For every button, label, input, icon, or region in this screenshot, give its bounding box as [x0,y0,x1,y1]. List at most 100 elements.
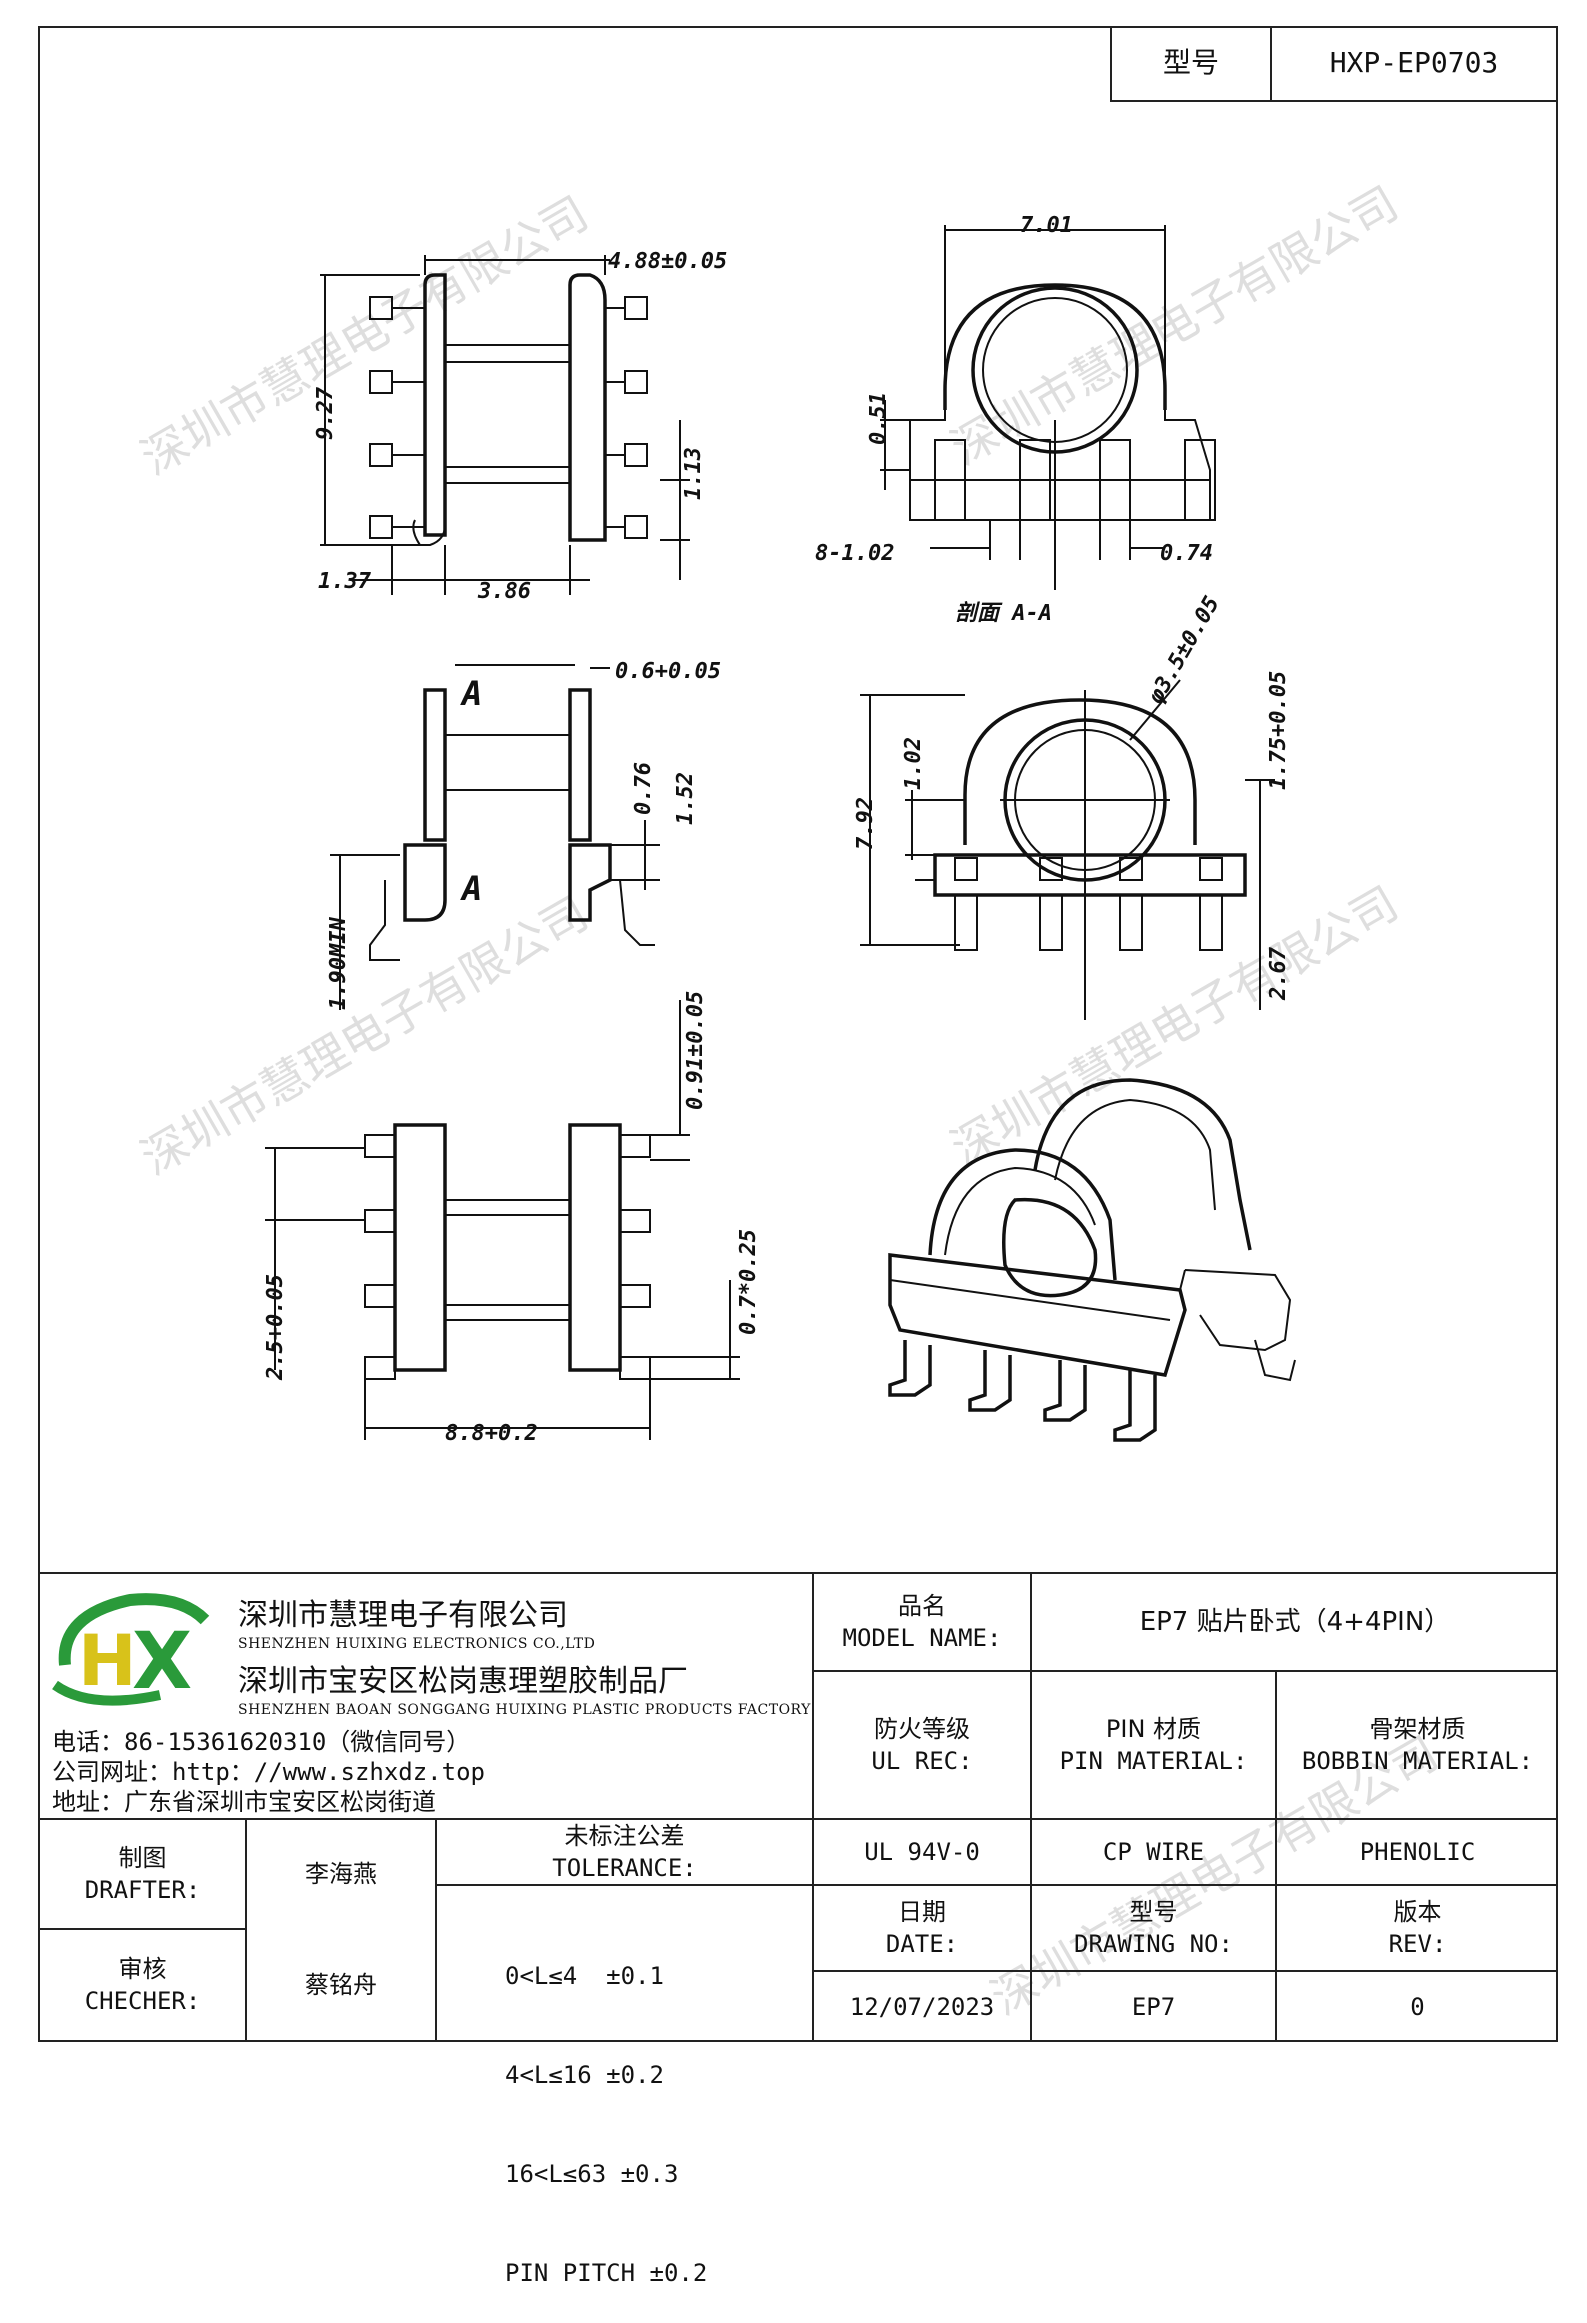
ul-rec-label-en: UL REC: [871,1747,973,1775]
company-address: 地址：广东省深圳市宝安区松岗街道 [52,1788,436,1816]
dim-3-86: 3.86 [477,579,531,604]
model-name-label-cn: 品名 [898,1592,946,1620]
grid-line [1275,1670,1277,2042]
company-name-en: SHENZHEN HUIXING ELECTRONICS CO.,LTD [238,1636,596,1652]
pin-material-label-en: PIN MATERIAL: [1059,1747,1248,1775]
bobbin-material-label-en: BOBBIN MATERIAL: [1301,1747,1534,1775]
date-label-en: DATE: [885,1930,959,1958]
model-name-value: EP7 贴片卧式（4+4PIN） [1139,1607,1451,1637]
ul-rec-label: 防火等级 UL REC: [814,1672,1030,1818]
dim-7-92: 7.92 [853,797,878,850]
grid-line [38,1818,812,1820]
label-a-top: A [460,674,482,714]
checker-label-cn: 审核 [118,1955,167,1983]
drafter-label: 制图 DRAFTER: [40,1820,245,1928]
model-box: 型号 HXP-EP0703 [1110,26,1558,102]
dim-0-74: 0.74 [1160,541,1213,566]
pin-material-label: PIN 材质 PIN MATERIAL: [1032,1672,1275,1818]
dim-2-67: 2.67 [1266,946,1291,1001]
company-logo: H X [52,1593,210,1707]
model-name-label-en: MODEL NAME: [842,1624,1002,1652]
tolerance-line: 0<L≤4 ±0.1 [505,1962,664,1990]
dim-7-01: 7.01 [1020,213,1073,238]
rev-value: 0 [1410,1993,1425,2021]
drawing-no-label: 型号 DRAWING NO: [1032,1886,1275,1970]
factory-name-cn: 深圳市宝安区松岗惠理塑胶制品厂 [238,1664,688,1699]
dim-0-91: 0.91±0.05 [683,991,708,1110]
bobbin-material-value: PHENOLIC [1359,1838,1476,1866]
dim-1-13: 1.13 [681,447,706,500]
pin-material-value: CP WIRE [1102,1838,1205,1866]
logo-letter-h: H [78,1620,137,1702]
dim-4-88: 4.88±0.05 [608,249,727,274]
company-website: 公司网址：http：//www.szhxdz.top [52,1758,485,1786]
front-view: φ3.5±0.05 1.75+0.05 7.92 1.02 2.67 [853,592,1291,1020]
pin-material-label-cn: PIN 材质 [1105,1715,1202,1743]
checker-label: 审核 CHECHER: [40,1930,245,2040]
grid-line [245,1818,247,2042]
date-label-cn: 日期 [898,1898,946,1926]
dim-1-52: 1.52 [673,772,698,825]
dim-phi-3-5: φ3.5±0.05 [1143,592,1225,709]
isometric-view [888,1078,1296,1442]
dim-0-7: 0.7*0.25 [736,1229,761,1335]
tolerance-line: PIN PITCH ±0.2 [505,2259,708,2287]
tolerance-line: 16<L≤63 ±0.3 [505,2160,679,2188]
rev-label: 版本 REV: [1277,1886,1558,1970]
dim-8-8: 8.8+0.2 [445,1421,538,1446]
grid-line [435,1884,812,1886]
model-label: 型号 [1112,26,1272,100]
drawing-no-label-en: DRAWING NO: [1074,1930,1233,1958]
model-value: HXP-EP0703 [1329,46,1499,79]
top-view: 4.88±0.05 9.27 1.13 1.37 3.86 [313,249,727,604]
tolerance-line: 4<L≤16 ±0.2 [505,2061,664,2089]
section-view-a-a: 7.01 0.51 8-1.02 0.74 剖面 A-A [815,213,1216,626]
ul-rec-label-cn: 防火等级 [874,1715,970,1743]
grid-line [38,1928,245,1930]
title-block-divider [812,1572,814,2042]
date-value: 12/07/2023 [849,1993,995,2021]
grid-line [812,1670,1558,1672]
side-view: A A 0.6+0.05 0.76 1.52 1.90MIN [326,659,721,1010]
dim-1-75: 1.75+0.05 [1266,671,1291,790]
drafter-label-en: DRAFTER: [84,1876,201,1904]
drafter-name: 李海燕 [305,1860,377,1888]
grid-line [435,1818,437,2042]
tolerance-label-en: TOLERANCE: [552,1854,697,1882]
title-block-top-line [38,1572,1558,1574]
logo-letter-x: X [132,1617,192,1707]
checker-name: 蔡铭舟 [305,1971,377,1999]
grid-line [812,1818,1558,1820]
dim-2-5: 2.5+0.05 [263,1274,288,1381]
company-name-cn: 深圳市慧理电子有限公司 [238,1598,568,1633]
technical-drawing: 4.88±0.05 9.27 1.13 1.37 3.86 7.01 0.51 … [263,213,1296,1446]
factory-name-en: SHENZHEN BAOAN SONGGANG HUIXING PLASTIC … [238,1702,811,1718]
grid-line [812,1884,1558,1886]
date-label: 日期 DATE: [814,1886,1030,1970]
dim-0-51: 0.51 [866,392,891,445]
bobbin-material-label-cn: 骨架材质 [1369,1715,1466,1743]
drawing-sheet [38,26,1558,2042]
dim-1-90min: 1.90MIN [326,917,351,1010]
drawing-no-value: EP7 [1131,1993,1176,2021]
dim-1-37: 1.37 [318,569,372,594]
rev-label-cn: 版本 [1393,1898,1442,1926]
grid-line [812,1970,1558,1972]
label-a-bottom: A [460,869,482,909]
tolerance-list: 0<L≤4 ±0.1 4<L≤16 ±0.2 16<L≤63 ±0.3 PIN … [505,1894,707,2323]
company-phone: 电话：86-15361620310（微信同号） [52,1728,471,1756]
dim-8-1-02: 8-1.02 [815,541,894,566]
dim-9-27: 9.27 [313,386,338,440]
dim-1-02: 1.02 [901,737,926,790]
ul-rec-value: UL 94V-0 [864,1838,980,1866]
dim-0-76: 0.76 [631,762,656,815]
tolerance-label-cn: 未标注公差 [564,1822,685,1850]
model-name-label: 品名 MODEL NAME: [814,1574,1030,1670]
tolerance-label: 未标注公差 TOLERANCE: [437,1820,812,1884]
rev-label-en: REV: [1388,1930,1447,1958]
grid-line [1030,1572,1032,2042]
drafter-label-cn: 制图 [118,1844,167,1872]
bottom-view: 0.91±0.05 2.5+0.05 0.7*0.25 8.8+0.2 [263,991,761,1446]
bobbin-material-label: 骨架材质 BOBBIN MATERIAL: [1277,1672,1558,1818]
dim-0-6: 0.6+0.05 [615,659,721,684]
